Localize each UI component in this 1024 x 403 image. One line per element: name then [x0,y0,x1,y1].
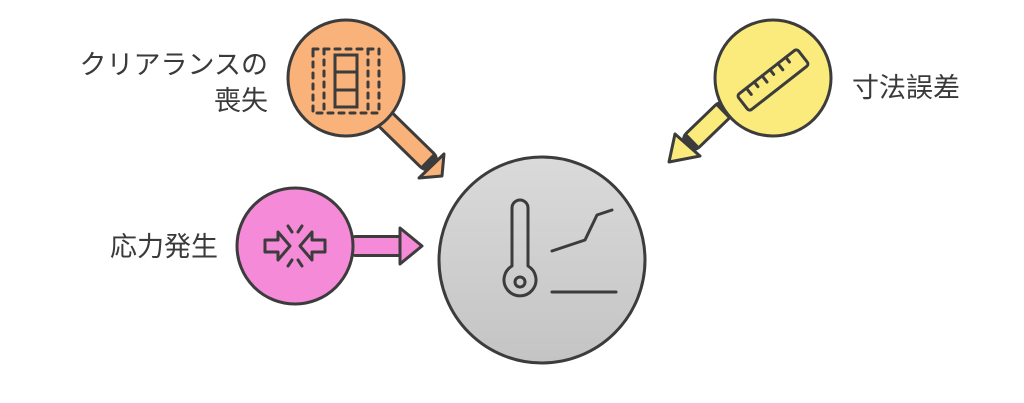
center-node [437,155,647,365]
center-circle [437,155,647,365]
dimension-arrow-shaft [687,106,728,146]
dimension-circle [713,18,833,138]
stress-arrow-head [398,226,424,266]
stress-node: 応力発生 [110,186,424,306]
clearance-arrow-shaft [378,112,433,166]
stress-label: 応力発生 [110,232,218,263]
dimension-label: 寸法誤差 [852,73,960,104]
compression-arrows-icon [263,224,327,268]
clearance-arrow-head [417,152,446,180]
dimensional-error-node: 寸法誤差 [667,18,960,164]
clearance-label-line2: 喪失 [214,86,268,117]
thermometer-expansion-icon [502,198,618,298]
clearance-loss-node: クリアランスの 喪失 [80,18,446,180]
dimension-arrow-head [667,132,702,164]
layout-grid-icon [311,47,381,115]
clearance-label-line1: クリアランスの [80,50,268,81]
clearance-circle [286,18,406,138]
stress-circle [235,186,355,306]
ruler-icon [736,48,810,112]
